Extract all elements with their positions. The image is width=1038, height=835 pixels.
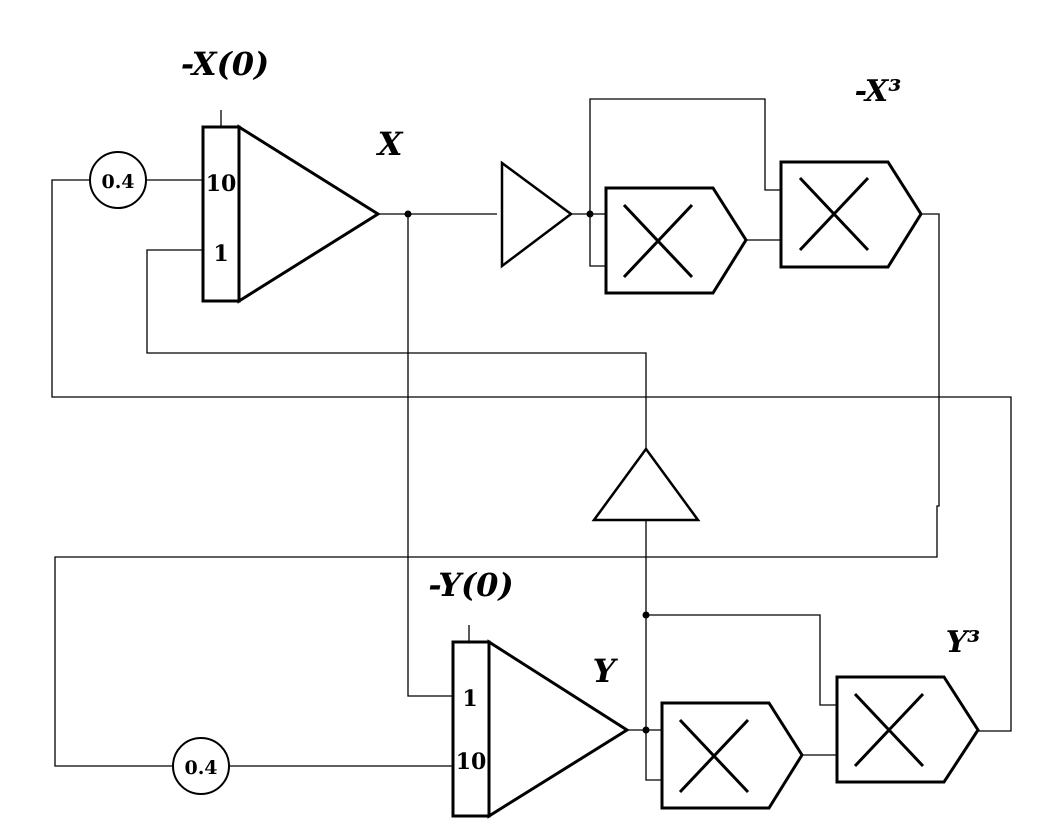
integrator-x-gain-top: 10 [206, 171, 237, 197]
y-output-label: Y [593, 652, 619, 690]
multiplier-x-square [604, 186, 748, 295]
integrator-y-amplifier [487, 639, 630, 819]
wire-neg-y-to-x-input [146, 249, 647, 449]
integrator-x-inputs [201, 125, 241, 303]
junction-x [404, 210, 412, 218]
integrator-y [451, 639, 630, 819]
integrator-x [201, 124, 381, 304]
multiply-icon [678, 718, 750, 794]
junction-neg-x [586, 210, 594, 218]
integrator-x-gain-bottom: 1 [213, 241, 228, 267]
multiply-icon [622, 203, 694, 279]
junction-y [642, 726, 650, 734]
wire-x-to-y-input [407, 214, 453, 697]
inverter-y [591, 446, 701, 522]
potentiometer-x [89, 151, 147, 209]
potentiometer-x-label: 0.4 [101, 171, 134, 193]
wires [51, 98, 1012, 781]
junction-y-upper [642, 611, 650, 619]
integrator-x-amplifier [237, 124, 381, 304]
junctions [404, 210, 650, 734]
multipliers [604, 160, 980, 810]
integrator-y-inputs [451, 640, 491, 818]
multiply-icon [798, 176, 870, 252]
multiply-icon [853, 692, 925, 768]
wire-mult3-in-b [645, 730, 662, 781]
potentiometer-y [172, 737, 230, 795]
inverter-x [500, 160, 574, 269]
multiplier-y-square [660, 701, 804, 810]
wire-ycubed-feedback [51, 179, 1012, 732]
y-cubed-label: Y³ [946, 625, 981, 660]
potentiometer-y-label: 0.4 [184, 757, 217, 779]
multiplier-x-cube [779, 160, 923, 269]
wire-mult4-in-a [646, 614, 837, 706]
wire-mult1-in-b [589, 214, 606, 267]
x-cubed-label: -X³ [855, 74, 902, 109]
multiplier-y-cube [835, 675, 980, 784]
wire-mult2-in-a [589, 98, 781, 214]
x-output-label: X [376, 125, 404, 163]
multiplier-crosses [622, 176, 925, 794]
x-initial-label: -X(0) [181, 45, 269, 83]
y-initial-label: -Y(0) [428, 566, 513, 604]
integrator-y-gain-bottom: 10 [456, 749, 487, 775]
wire-xcubed-feedback [54, 213, 940, 767]
integrator-y-gain-top: 1 [462, 686, 477, 712]
